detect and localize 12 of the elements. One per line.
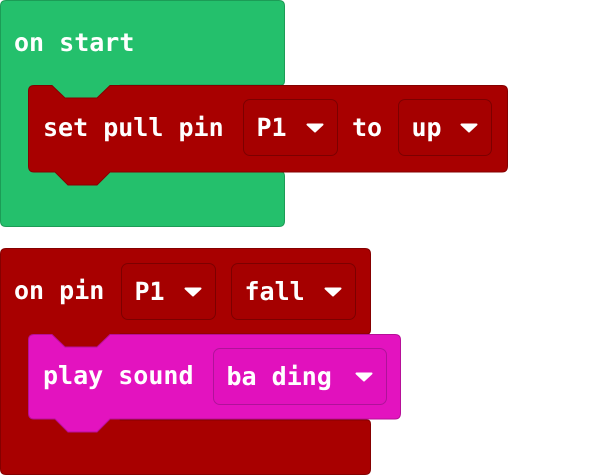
dropdown: ba ding (213, 348, 387, 405)
dropdown: up (398, 99, 492, 156)
block-label: on pin (14, 276, 104, 306)
statement-block (28, 85, 508, 185)
statement-block (28, 334, 401, 432)
block-label: to (352, 113, 382, 143)
dropdown: P1 (121, 263, 216, 320)
dropdown: fall (231, 263, 356, 320)
block-label: set pull pin (43, 113, 224, 143)
dropdown: P1 (243, 99, 338, 156)
block-label: play sound (43, 361, 194, 391)
block-label: on start (14, 28, 134, 58)
